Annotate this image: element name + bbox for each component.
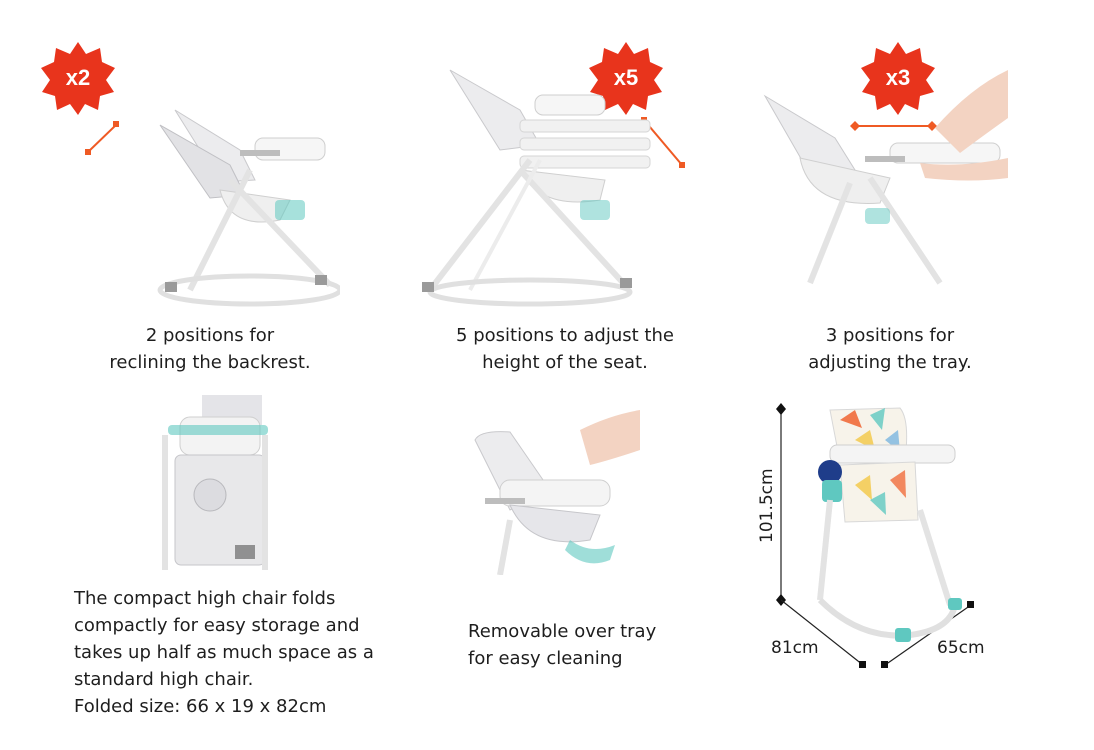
recline-chair-illustration <box>85 109 340 307</box>
height-adjust-chair-illustration <box>422 69 685 307</box>
fold-panel: The compact high chair folds compactly f… <box>60 395 390 725</box>
width-dimension-label: 65cm <box>937 638 985 658</box>
badge-label: x2 <box>65 65 91 90</box>
dimensions-panel: 101.5cm 81cm 65cm <box>745 395 1005 685</box>
dimension-lines-diagram <box>776 403 974 668</box>
badge-x5: x5 <box>588 40 664 116</box>
full-chair-illustration <box>817 407 962 642</box>
recline-caption: 2 positions for reclining the backrest. <box>109 325 311 373</box>
removable-tray-caption: Removable over tray for easy cleaning <box>468 621 657 669</box>
folded-chair-illustration <box>162 395 268 570</box>
height-dimension-label: 101.5cm <box>757 468 777 543</box>
tray-adjust-caption: 3 positions for adjusting the tray. <box>808 325 972 373</box>
depth-dimension-label: 81cm <box>771 638 819 658</box>
feature-recline-panel: x2 2 positions for reclining the backres… <box>40 40 340 380</box>
removable-tray-illustration <box>474 410 640 575</box>
height-caption: 5 positions to adjust the height of the … <box>456 325 674 373</box>
starburst-badge-icon <box>861 42 935 115</box>
badge-label: x3 <box>885 65 911 90</box>
starburst-badge-icon <box>41 42 115 115</box>
badge-label: x5 <box>613 65 639 90</box>
badge-x3: x3 <box>860 40 936 116</box>
starburst-badge-icon <box>589 42 663 115</box>
removable-tray-panel: Removable over tray for easy cleaning <box>460 410 680 680</box>
badge-x2: x2 <box>40 40 116 116</box>
fold-caption: The compact high chair folds compactly f… <box>74 588 374 717</box>
feature-height-panel: x5 5 positions to adjust the height of t… <box>410 40 710 380</box>
feature-tray-panel: x3 3 positions for adjusting the tray. <box>760 40 1060 380</box>
tray-adjust-chair-illustration <box>763 70 1008 285</box>
